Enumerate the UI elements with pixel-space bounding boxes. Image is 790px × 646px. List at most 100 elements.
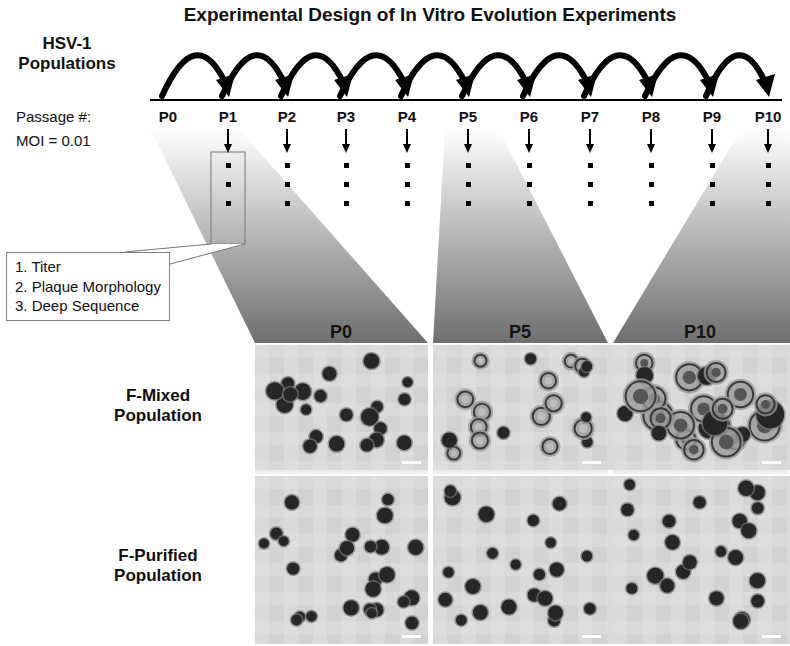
- sample-dot: [405, 163, 410, 168]
- sample-arrowhead: [708, 144, 716, 153]
- sample-arrowhead: [224, 144, 232, 153]
- plaque: [750, 573, 765, 588]
- callout-item: 3. Deep Sequence: [15, 296, 161, 316]
- image-texture: [613, 461, 788, 474]
- plaque: [538, 591, 553, 606]
- sample-dot: [466, 163, 471, 168]
- plaque-edge: [623, 478, 637, 492]
- image-texture: [787, 476, 790, 644]
- sample-dot: [466, 201, 471, 206]
- plaque-edge: [551, 495, 568, 512]
- plaque: [751, 595, 764, 608]
- image-texture: [433, 505, 608, 518]
- image-texture: [433, 592, 608, 605]
- plaque-edge: [732, 612, 750, 630]
- plaque-ring: [542, 439, 557, 454]
- plaque: [360, 439, 373, 452]
- plaque-edge: [365, 607, 378, 620]
- plaque-edge: [727, 549, 745, 567]
- image-texture: [433, 534, 608, 547]
- plaque-edge: [708, 590, 725, 607]
- passage-arrow: [523, 55, 587, 96]
- plaque-edge: [327, 435, 345, 453]
- plaque: [752, 502, 764, 514]
- sample-dot: [466, 182, 471, 187]
- plaque-edge: [404, 615, 420, 631]
- plaque-edge: [338, 539, 355, 556]
- plaque-edge: [342, 599, 360, 617]
- plaque: [473, 605, 488, 620]
- passage-number: P5: [446, 108, 490, 125]
- plaque-edge: [548, 561, 565, 578]
- passage-number: P0: [146, 108, 190, 125]
- plaque: [528, 515, 539, 526]
- plaque-edge: [580, 411, 593, 424]
- plaque: [537, 412, 545, 420]
- plaque: [660, 579, 674, 593]
- plaque-edge: [496, 425, 511, 440]
- plaque: [322, 367, 336, 381]
- sample-dot: [527, 201, 532, 206]
- plaque-halo: [539, 436, 560, 457]
- image-texture: [578, 476, 592, 644]
- plaque-edge: [381, 492, 395, 506]
- plaque: [445, 485, 456, 496]
- passage-arrow: [281, 55, 343, 96]
- plaque: [633, 389, 648, 404]
- plaque: [478, 358, 484, 364]
- plaque-edge: [650, 424, 668, 442]
- plaque: [548, 605, 563, 620]
- passage-number: P9: [690, 108, 734, 125]
- row-label: F-Mixed Population: [92, 386, 224, 425]
- plaque: [550, 563, 564, 577]
- sample-dot: [285, 201, 290, 206]
- image-texture: [613, 621, 788, 634]
- plaque-edge: [627, 528, 640, 541]
- row-label: F-Purified Population: [92, 546, 224, 585]
- plaque: [621, 503, 634, 516]
- plaque-ring: [707, 363, 726, 382]
- sample-arrow: [650, 129, 652, 145]
- scale-bar: [582, 635, 601, 638]
- plaque: [408, 540, 423, 555]
- plaque-edge: [547, 604, 565, 622]
- plaque: [291, 614, 302, 625]
- plaque: [497, 427, 509, 439]
- sample-dot: [344, 163, 349, 168]
- plaque: [683, 555, 697, 569]
- plaque-edge: [750, 501, 765, 516]
- plaque: [266, 382, 283, 399]
- plaque: [403, 377, 413, 387]
- plaque-edge: [580, 549, 594, 563]
- plaque-image: [433, 345, 608, 470]
- plaque: [314, 390, 326, 402]
- plaque-edge: [359, 437, 375, 453]
- plaque: [476, 437, 484, 445]
- image-texture: [255, 563, 428, 576]
- scale-bar: [582, 461, 601, 464]
- plaque: [709, 591, 723, 605]
- sample-arrowhead: [283, 144, 291, 153]
- sample-dot: [405, 201, 410, 206]
- sample-arrowhead: [586, 144, 594, 153]
- plaque-edge: [363, 539, 378, 554]
- plaque-edge: [748, 572, 766, 590]
- sample-dot: [226, 201, 231, 206]
- plaque-edge: [750, 593, 766, 609]
- figure-title: Experimental Design of In Vitro Evolutio…: [100, 4, 760, 26]
- passage-number: P1: [206, 108, 250, 125]
- scale-bar: [762, 635, 781, 638]
- plaque: [456, 615, 467, 626]
- plaque-edge: [362, 352, 381, 371]
- plaque-edge: [299, 403, 312, 416]
- plaque-halo: [681, 437, 706, 462]
- plaque-edge: [313, 388, 328, 403]
- plaque: [553, 497, 567, 511]
- plaque-halo: [454, 388, 476, 410]
- passage-arrow: [462, 55, 526, 96]
- plaque-edge: [526, 513, 540, 527]
- sample-dot: [588, 182, 593, 187]
- image-texture: [433, 461, 608, 474]
- plaque-edge: [407, 538, 425, 556]
- plaque: [579, 424, 587, 432]
